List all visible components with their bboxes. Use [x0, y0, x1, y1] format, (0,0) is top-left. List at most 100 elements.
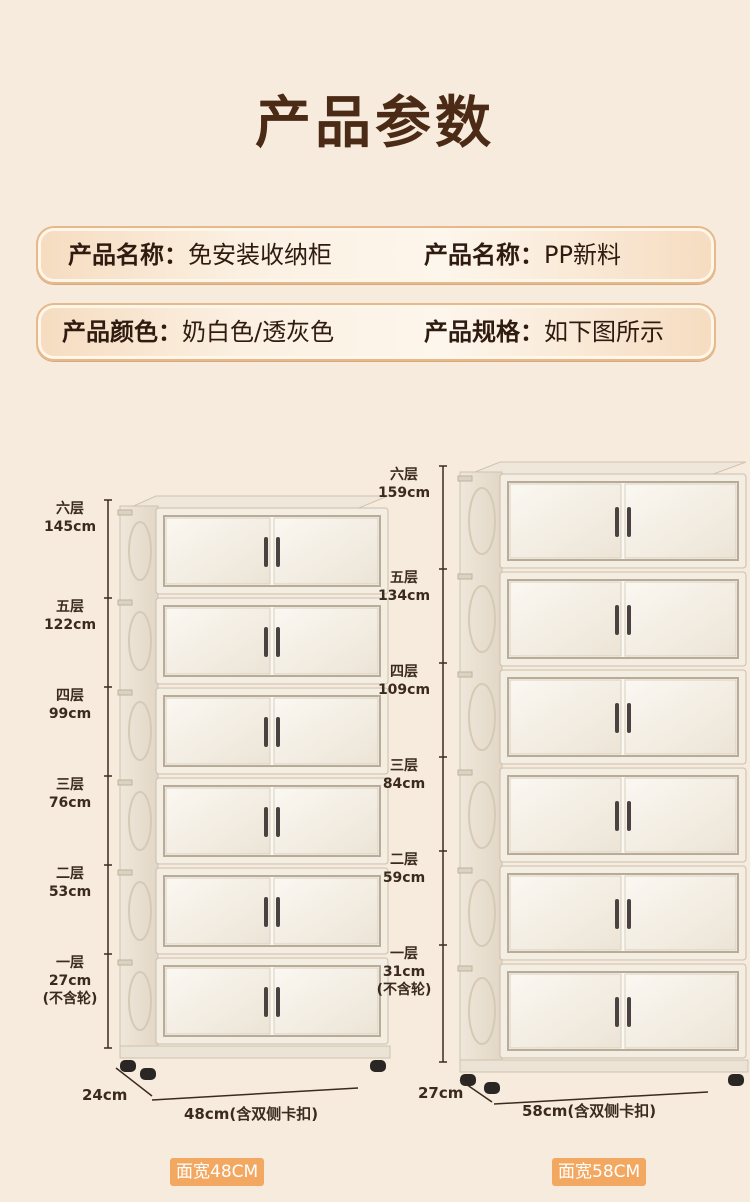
spec-field: 产品规格：如下图所示 — [424, 305, 664, 359]
param-row-1: 产品名称：免安装收纳柜 产品名称：PP新料 — [36, 226, 716, 284]
left-side-clip — [117, 779, 133, 786]
spec-label: 产品规格： — [424, 318, 544, 346]
right-side-grip — [468, 977, 496, 1045]
color-label: 产品颜色： — [62, 318, 182, 346]
right-side-clip — [457, 769, 473, 776]
right-depth-line — [459, 1079, 493, 1103]
right-handle-right — [627, 899, 631, 929]
right-door-left — [509, 973, 622, 1049]
color-field: 产品颜色：奶白色/透灰色 — [62, 305, 334, 359]
left-level-5: 五层 122cm — [38, 598, 102, 634]
left-level-6-name: 六层 — [56, 501, 84, 517]
left-level-4-height: 99cm — [48, 706, 92, 722]
left-handle-left — [264, 717, 268, 747]
left-level-2-name: 二层 — [56, 866, 84, 882]
left-side-grip — [128, 521, 152, 581]
left-level-2-height: 53cm — [48, 884, 92, 900]
left-level-4: 四层 99cm — [38, 687, 102, 723]
right-level-3-height: 84cm — [382, 776, 426, 792]
right-side-grip — [468, 879, 496, 947]
right-side-clip — [457, 573, 473, 580]
right-handle-right — [627, 507, 631, 537]
color-value: 奶白色/透灰色 — [182, 318, 335, 346]
left-door-left — [165, 607, 271, 675]
right-door-left — [509, 483, 622, 559]
right-level-3-name: 三层 — [390, 758, 418, 774]
right-door-left — [509, 581, 622, 657]
right-side-clip — [457, 965, 473, 972]
right-level-4-name: 四层 — [390, 664, 418, 680]
left-width-badge: 面宽48CM — [170, 1158, 265, 1186]
right-level-1-height: 31cm — [382, 964, 426, 980]
left-side-grip — [128, 881, 152, 941]
left-level-5-name: 五层 — [56, 599, 84, 615]
right-level-5-name: 五层 — [390, 570, 418, 586]
left-door-right — [273, 607, 379, 675]
material-field: 产品名称：PP新料 — [424, 228, 621, 282]
right-width-line — [493, 1091, 709, 1105]
left-level-3-name: 三层 — [56, 777, 84, 793]
right-level-3: 三层 84cm — [372, 757, 436, 793]
page-title: 产品参数 — [255, 91, 495, 156]
left-level-1: 一层 27cm (不含轮) — [32, 954, 108, 1008]
left-level-3-height: 76cm — [48, 795, 92, 811]
left-handle-left — [264, 537, 268, 567]
right-door-right — [624, 679, 737, 755]
product-name-value: 免安装收纳柜 — [188, 241, 332, 269]
left-handle-left — [264, 897, 268, 927]
right-level-6-name: 六层 — [390, 467, 418, 483]
right-handle-right — [627, 703, 631, 733]
right-level-4: 四层 109cm — [372, 663, 436, 699]
left-door-right — [273, 517, 379, 585]
left-depth-line — [115, 1067, 153, 1097]
right-door-right — [624, 581, 737, 657]
left-handle-left — [264, 807, 268, 837]
right-level-6-height: 159cm — [377, 485, 431, 501]
left-door-left — [165, 877, 271, 945]
left-side-clip — [117, 869, 133, 876]
left-side-clip — [117, 689, 133, 696]
right-door-left — [509, 875, 622, 951]
left-level-2: 二层 53cm — [38, 865, 102, 901]
left-level-1-height: 27cm — [48, 973, 92, 989]
right-handle-right — [627, 997, 631, 1027]
left-door-right — [273, 967, 379, 1035]
left-handle-right — [276, 627, 280, 657]
left-handle-left — [264, 627, 268, 657]
right-level-6: 六层 159cm — [372, 466, 436, 502]
right-wheel — [484, 1082, 500, 1094]
cabinet-left-figure — [117, 495, 391, 1080]
left-side-grip — [128, 791, 152, 851]
right-level-2: 二层 59cm — [372, 851, 436, 887]
left-door-left — [165, 517, 271, 585]
right-door-right — [624, 973, 737, 1049]
right-handle-right — [627, 801, 631, 831]
right-side-grip — [468, 781, 496, 849]
left-level-1-note: (不含轮) — [42, 991, 98, 1007]
right-wheel — [728, 1074, 744, 1086]
right-door-right — [624, 777, 737, 853]
right-handle-left — [615, 801, 619, 831]
left-wheel — [370, 1060, 386, 1072]
left-width-line — [151, 1087, 359, 1101]
right-side-clip — [457, 475, 473, 482]
right-side-grip — [468, 585, 496, 653]
right-level-1-name: 一层 — [390, 946, 418, 962]
left-wheel — [120, 1060, 136, 1072]
left-handle-right — [276, 537, 280, 567]
left-width: 48cm(含双侧卡扣) — [184, 1105, 319, 1123]
right-handle-left — [615, 703, 619, 733]
left-level-4-name: 四层 — [56, 688, 84, 704]
right-level-1: 一层 31cm (不含轮) — [366, 945, 442, 999]
left-side-grip — [128, 971, 152, 1031]
right-door-right — [624, 875, 737, 951]
product-name-label: 产品名称： — [68, 241, 188, 269]
right-width-badge: 面宽58CM — [552, 1158, 647, 1186]
right-base — [459, 1059, 749, 1073]
product-name-field: 产品名称：免安装收纳柜 — [68, 228, 332, 282]
left-door-right — [273, 877, 379, 945]
right-handle-left — [615, 899, 619, 929]
right-side-clip — [457, 671, 473, 678]
left-depth: 24cm — [82, 1086, 128, 1104]
left-side-grip — [128, 611, 152, 671]
